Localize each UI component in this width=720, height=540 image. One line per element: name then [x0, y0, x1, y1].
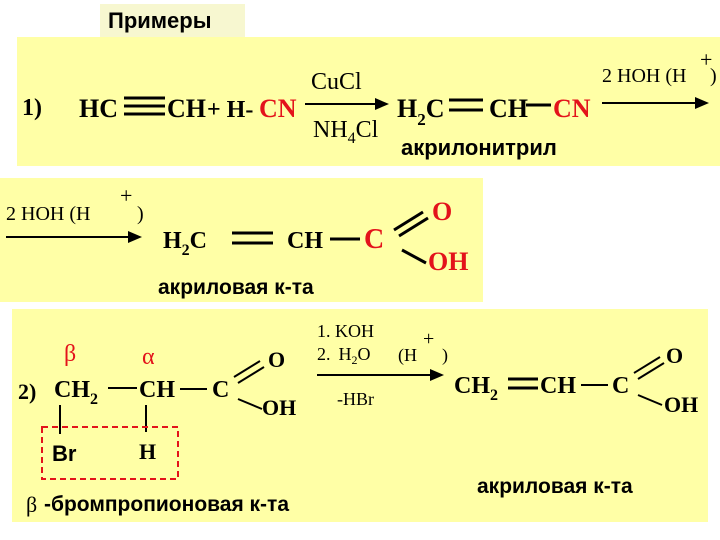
- atom-o: O: [268, 347, 285, 372]
- atom-br: Br: [52, 441, 77, 466]
- reaction-arrow: [305, 98, 389, 110]
- atom-oh: OH: [262, 395, 296, 420]
- plus-h: + H-: [207, 97, 253, 123]
- reaction-number: 2): [18, 379, 36, 404]
- product-ch: CH: [489, 94, 528, 123]
- product-name: акриловая к-та: [158, 276, 314, 299]
- hydroxyl-bond: [401, 248, 427, 265]
- product-cn: CN: [553, 94, 591, 123]
- atom-oh: OH: [428, 247, 468, 276]
- carbonyl-double-bond: [393, 210, 429, 238]
- acid-plus: +: [423, 328, 434, 350]
- atom-ch: CH: [139, 377, 175, 403]
- product-ch2: CH2: [454, 373, 498, 404]
- atom-ch2: CH2: [54, 377, 98, 408]
- acid-paren: ): [442, 345, 448, 366]
- atom-ch: CH: [287, 228, 323, 254]
- reagent: 2 HOH (H: [6, 203, 90, 225]
- product-hydroxyl-bond: [637, 394, 663, 406]
- next-reagent-plus: +: [700, 47, 712, 72]
- reaction-1-scheme: 1) HC CH + H- CN CuCl NH4Cl H2C CH CN ак…: [22, 47, 717, 160]
- product-name: акрилонитрил: [401, 135, 557, 160]
- reaction-2-panel: 2) β α CH2 CH C O OH Br H 1. KOH 2.H2O (…: [12, 309, 708, 522]
- product-o: O: [666, 343, 683, 368]
- carbonyl-double-bond: [233, 360, 265, 384]
- reaction-1-panel: 1) HC CH + H- CN CuCl NH4Cl H2C CH CN ак…: [17, 37, 720, 166]
- next-reagent: 2 HOH (H: [602, 65, 686, 87]
- atom-ch: CH: [167, 94, 206, 123]
- reaction-number: 1): [22, 95, 42, 121]
- reactant-name-beta: β: [26, 492, 37, 517]
- atom-c: C: [212, 377, 229, 403]
- condition-1: 1. KOH: [317, 321, 374, 341]
- reaction-arrow: [6, 231, 142, 243]
- reaction-1b-panel: 2 HOH (H + ) H2C CH C O OH акриловая к-т…: [0, 178, 483, 302]
- atom-h: H: [139, 439, 156, 464]
- atom-c-red: C: [364, 224, 384, 255]
- atom-hc: HC: [79, 94, 118, 123]
- reactant-name: -бромпропионовая к-та: [44, 493, 289, 516]
- reagent-plus: +: [120, 183, 132, 208]
- beta-label: β: [64, 341, 76, 367]
- double-bond: [232, 231, 273, 245]
- reaction-1b-scheme: 2 HOH (H + ) H2C CH C O OH акриловая к-т…: [6, 183, 468, 299]
- product-oh: OH: [664, 392, 698, 417]
- reaction-2-scheme: 2) β α CH2 CH C O OH Br H 1. KOH 2.H2O (…: [18, 321, 698, 517]
- elimination-label: -HBr: [337, 389, 374, 409]
- slide-title: Примеры: [100, 4, 245, 38]
- product-double-bond: [508, 377, 538, 390]
- group-cn: CN: [259, 94, 297, 123]
- product-ch: CH: [540, 373, 576, 399]
- product-carbonyl: [633, 356, 665, 380]
- catalyst-bottom: NH4Cl: [313, 117, 379, 147]
- next-arrow: [602, 97, 709, 109]
- product-name: акриловая к-та: [477, 475, 633, 498]
- acid-catalyst: (H: [398, 345, 417, 366]
- alpha-label: α: [142, 344, 155, 370]
- catalyst-top: CuCl: [311, 69, 362, 95]
- reaction-arrow: [317, 369, 444, 381]
- atom-o: O: [432, 197, 452, 226]
- eliminated-group-box: [41, 426, 179, 480]
- product-c: C: [612, 373, 629, 399]
- product-h2c: H2C: [397, 94, 445, 129]
- hydroxyl-bond: [237, 398, 263, 410]
- condition-2: 2.H2O: [317, 344, 371, 367]
- next-reagent-paren: ): [710, 65, 717, 87]
- triple-bond: [124, 96, 165, 116]
- reagent-paren: ): [137, 203, 144, 225]
- double-bond: [449, 98, 483, 112]
- atom-h2c: H2C: [163, 228, 207, 259]
